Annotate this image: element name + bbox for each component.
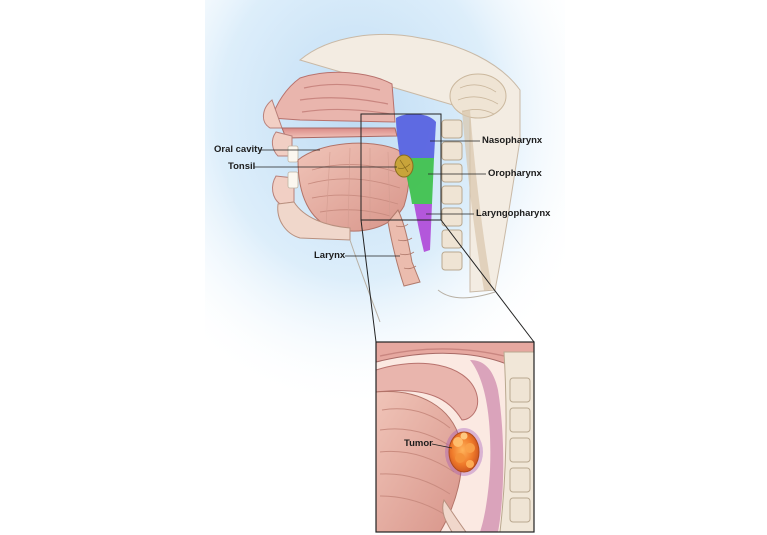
laryngopharynx-region: [414, 204, 432, 252]
jaw: [277, 201, 351, 241]
label-oropharynx: Oropharynx: [488, 168, 542, 179]
label-laryngopharynx: Laryngopharynx: [476, 208, 551, 219]
cervical-spine: [441, 119, 463, 271]
tumor: [445, 428, 483, 476]
inset-zoom: [376, 342, 534, 532]
tongue: [297, 142, 410, 232]
hard-palate: [281, 127, 398, 139]
label-oral-cavity: Oral cavity: [214, 144, 263, 155]
label-nasopharynx: Nasopharynx: [482, 135, 543, 146]
inset-frame: [375, 341, 535, 533]
cerebellum: [449, 73, 507, 119]
nasopharynx-region: [396, 113, 436, 158]
label-larynx: Larynx: [314, 250, 346, 261]
label-tumor: Tumor: [404, 438, 433, 449]
zoom-connector-left: [360, 219, 377, 343]
zoom-connector-right: [440, 219, 535, 343]
label-tonsil: Tonsil: [228, 161, 256, 172]
